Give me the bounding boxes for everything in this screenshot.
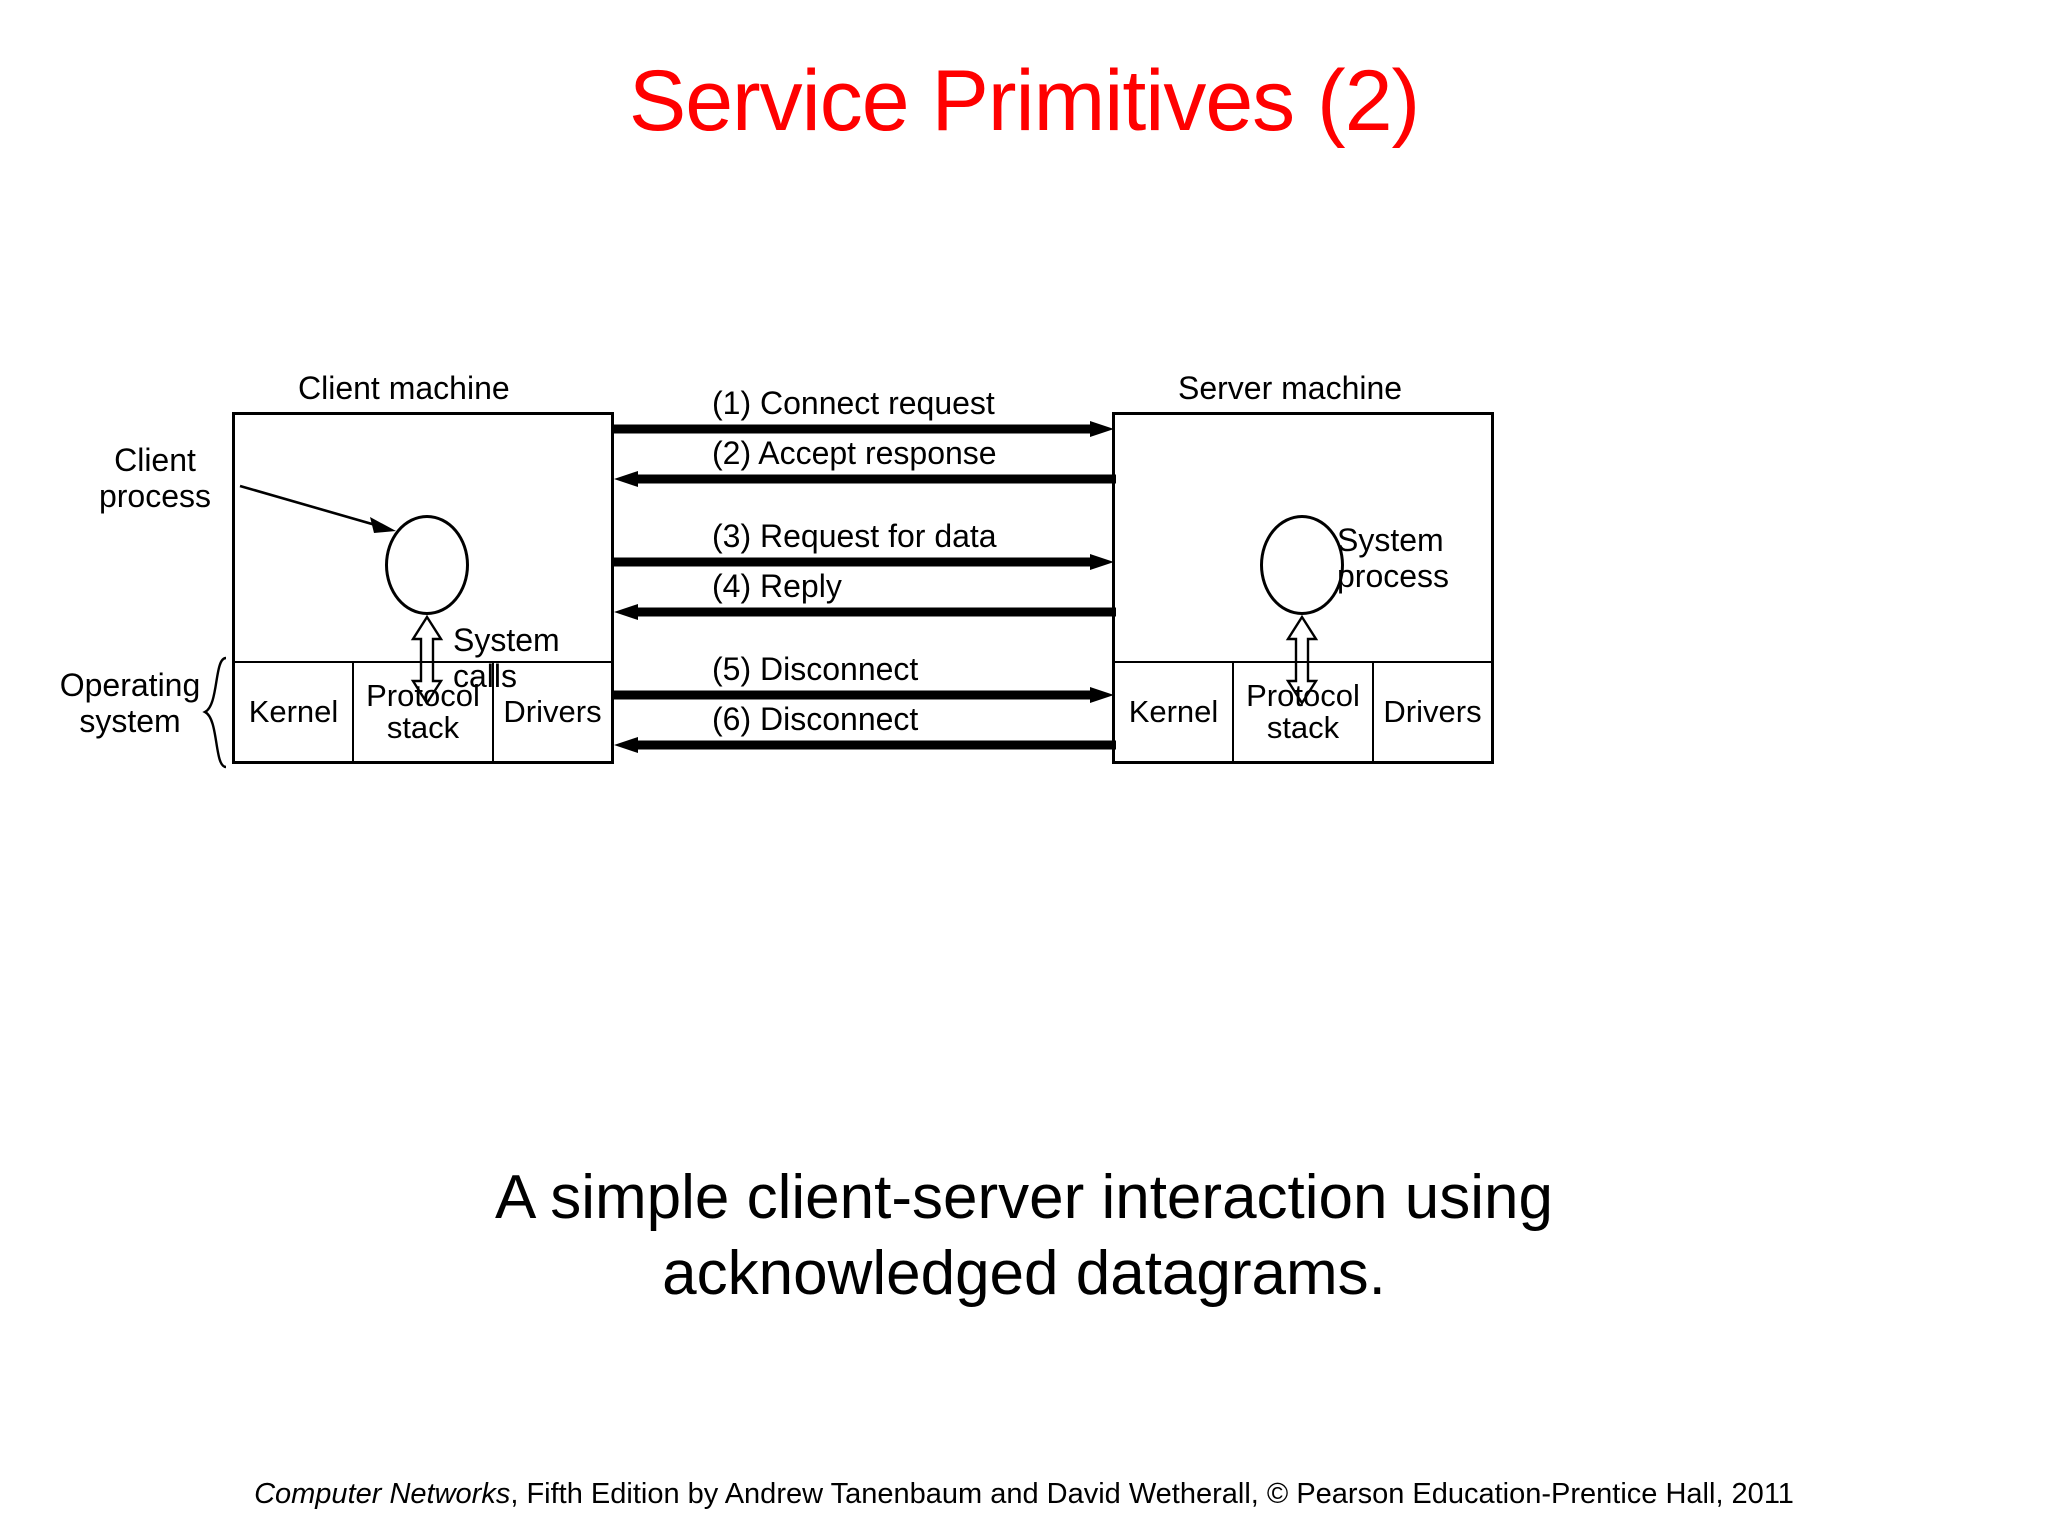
attribution-footer: Computer Networks, Fifth Edition by Andr… — [0, 1478, 2048, 1511]
client-server-diagram: Client machine System calls Kernel Proto… — [0, 355, 2048, 815]
message-label-4: (4) Reply — [712, 568, 842, 604]
client-process-annotation: Client process — [70, 442, 240, 515]
message-arrow-5-icon — [612, 687, 1114, 703]
server-system-calls-arrow-icon — [1285, 614, 1319, 706]
operating-system-annotation-line1: Operating — [59, 667, 201, 703]
message-label-1: (1) Connect request — [712, 385, 995, 421]
server-process-label-line1: System — [1337, 522, 1444, 558]
message-arrow-6-icon — [614, 737, 1116, 753]
server-process-label-line2: process — [1337, 557, 1450, 594]
message-arrow-3-icon — [612, 554, 1114, 570]
operating-system-annotation-line2: system — [79, 702, 181, 739]
operating-system-annotation: Operating system — [40, 667, 220, 740]
figure-caption: A simple client-server interaction using… — [0, 1160, 2048, 1311]
server-os-cell-drivers: Drivers — [1383, 694, 1482, 730]
page-title: Service Primitives (2) — [628, 53, 1420, 149]
message-label-6: (6) Disconnect — [712, 701, 919, 737]
system-calls-label-line2: calls — [453, 657, 518, 694]
system-calls-label: System calls — [453, 622, 560, 695]
client-process-pointer-arrow-icon — [239, 484, 396, 533]
operating-system-brace-icon — [202, 656, 227, 769]
client-os-cell-kernel: Kernel — [235, 663, 354, 761]
figure-caption-line1: A simple client-server interaction using — [495, 1163, 1553, 1232]
message-arrow-2-icon — [614, 471, 1116, 487]
attribution-book-title: Computer Networks — [254, 1478, 511, 1510]
message-label-3: (3) Request for data — [712, 518, 997, 554]
system-calls-label-line1: System — [453, 622, 560, 658]
figure-caption-line2: acknowledged datagrams. — [662, 1238, 1386, 1308]
system-calls-arrow-icon — [410, 614, 444, 706]
message-label-5: (5) Disconnect — [712, 651, 919, 687]
message-label-2: (2) Accept response — [712, 435, 997, 471]
server-process-ellipse — [1260, 515, 1344, 615]
server-os-cell-kernel: Kernel — [1115, 663, 1234, 761]
client-machine-title: Client machine — [298, 370, 510, 406]
server-process-label: System process — [1337, 522, 1450, 595]
client-os-cell-drivers: Drivers — [503, 694, 602, 730]
message-arrow-4-icon — [614, 604, 1116, 620]
client-process-annotation-line2: process — [98, 477, 212, 514]
server-machine-title: Server machine — [1178, 370, 1403, 406]
client-process-annotation-line1: Client — [114, 442, 196, 478]
message-arrow-1-icon — [612, 421, 1114, 437]
client-process-ellipse — [385, 515, 469, 615]
attribution-rest: , Fifth Edition by Andrew Tanenbaum and … — [510, 1478, 1794, 1510]
